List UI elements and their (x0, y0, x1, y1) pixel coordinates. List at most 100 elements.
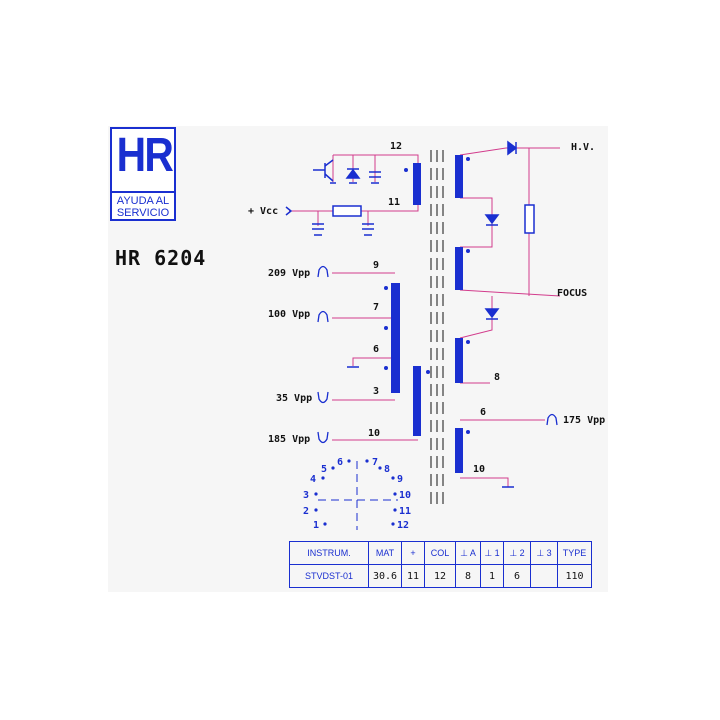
waveforms (317, 265, 558, 444)
hv-diode-icon (484, 214, 500, 225)
phase-dot (384, 326, 388, 330)
model-title: HR 6204 (115, 246, 207, 270)
voltage-label-7: 100 Vpp (268, 309, 310, 320)
spec-header-gnd-2: ⊥ 2 (503, 541, 531, 565)
spec-value-mat: 30.6 (368, 564, 402, 588)
resistor-icon (332, 205, 362, 217)
pin-label-12: 12 (390, 141, 402, 152)
wire-hv-diode-1 (460, 197, 493, 248)
pinout-label: 6 (337, 457, 343, 468)
negative-pulse-icon (317, 431, 329, 444)
spec-header-plus: + (401, 541, 425, 565)
wire-pin12 (333, 154, 419, 166)
pin-label-11: 11 (388, 197, 400, 208)
vcc-label: + Vcc (248, 206, 278, 217)
hv-diode-icon (484, 308, 500, 319)
hv-winding-3 (455, 338, 463, 383)
wire-focus (459, 289, 561, 297)
phase-dot (466, 157, 470, 161)
spec-header-mat: MAT (368, 541, 402, 565)
aux-winding (455, 428, 463, 473)
wire-pin6 (352, 357, 395, 366)
pin-dot (393, 492, 397, 496)
pinout-label: 7 (372, 457, 378, 468)
spec-header-type: TYPE (557, 541, 592, 565)
vcc-arrow-icon (285, 206, 293, 216)
spec-value-gnd-a: 8 (455, 564, 481, 588)
pin-label-6: 6 (373, 344, 379, 355)
primary-winding (413, 163, 421, 205)
focus-resistor-icon (524, 204, 535, 234)
spec-value-type: 110 (557, 564, 592, 588)
negative-pulse-icon (317, 391, 329, 404)
positive-pulse-icon (317, 310, 329, 323)
phase-dot (466, 249, 470, 253)
pin-dot (365, 459, 369, 463)
positive-pulse-icon (317, 265, 329, 278)
logo-mark: HR (116, 129, 174, 182)
pin-dot (347, 459, 351, 463)
pin-label-3: 3 (373, 386, 379, 397)
spec-value-plus: 11 (401, 564, 425, 588)
positive-pulse-icon (546, 413, 558, 426)
voltage-label-3: 35 Vpp (276, 393, 312, 404)
aux-output-voltage: 175 Vpp (563, 415, 605, 426)
pinout-label: 5 (321, 464, 327, 475)
hv-label: H.V. (571, 142, 595, 153)
phase-dot (404, 168, 408, 172)
pin-dot (331, 466, 335, 470)
pin-dot (314, 508, 318, 512)
hr-logo: HR AYUDA AL SERVICIO (110, 127, 176, 221)
secondary-winding-low (413, 366, 421, 436)
logo-tagline-line-1: AYUDA AL (116, 195, 170, 207)
pinout-label: 12 (397, 520, 409, 531)
secondary-winding-main (391, 283, 400, 393)
transistor-emitter (324, 173, 334, 182)
wire-hv (459, 147, 560, 156)
wire-hv-diode-2 (459, 296, 493, 339)
pin-dot (391, 476, 395, 480)
aux-pin-label-6: 6 (480, 407, 486, 418)
spec-header-col: COL (424, 541, 456, 565)
pin-dot (393, 508, 397, 512)
pin-label-10: 10 (368, 428, 380, 439)
pinout-label: 9 (397, 474, 403, 485)
components (285, 140, 535, 488)
spec-header-instrum: INSTRUM. (289, 541, 369, 565)
phase-dot (384, 286, 388, 290)
phase-dot (426, 370, 430, 374)
diagram-panel (108, 126, 608, 592)
spec-header-gnd-1: ⊥ 1 (480, 541, 504, 565)
pin-dot (378, 466, 382, 470)
spec-value-gnd-3 (530, 564, 558, 588)
spec-header-gnd-a: ⊥ A (455, 541, 481, 565)
spec-table: INSTRUM. MAT + COL ⊥ A ⊥ 1 ⊥ 2 ⊥ 3 TYPE … (289, 541, 592, 588)
wire-aux-10 (460, 477, 509, 487)
pinout-label: 11 (399, 506, 411, 517)
phase-dot (466, 430, 470, 434)
pinout-diagram: 1 2 3 4 5 6 7 8 9 10 11 12 (303, 457, 411, 531)
focus-label: FOCUS (557, 288, 587, 299)
phase-dot (466, 340, 470, 344)
spec-header-row: INSTRUM. MAT + COL ⊥ A ⊥ 1 ⊥ 2 ⊥ 3 TYPE (289, 541, 592, 565)
pinout-label: 4 (310, 474, 316, 485)
spec-value-gnd-2: 6 (503, 564, 531, 588)
voltage-label-9: 209 Vpp (268, 268, 310, 279)
aux-pin-label-10: 10 (473, 464, 485, 475)
pin-dot (321, 476, 325, 480)
logo-tagline-line-2: SERVICIO (116, 207, 170, 219)
hv-winding-1 (455, 155, 463, 198)
phase-dot (384, 366, 388, 370)
pin-dot (391, 522, 395, 526)
pinout-label: 2 (303, 506, 309, 517)
transistor-collector (324, 159, 334, 167)
pin-label-7: 7 (373, 302, 379, 313)
logo-tagline: AYUDA AL SERVICIO (112, 191, 174, 219)
pinout-label: 10 (399, 490, 411, 501)
pinout-label: 8 (384, 464, 390, 475)
spec-value-row: STVDST-01 30.6 11 12 8 1 6 110 (289, 564, 592, 588)
pin-label-8: 8 (494, 372, 500, 383)
pinout-label: 1 (313, 520, 319, 531)
hv-winding-2 (455, 247, 463, 290)
